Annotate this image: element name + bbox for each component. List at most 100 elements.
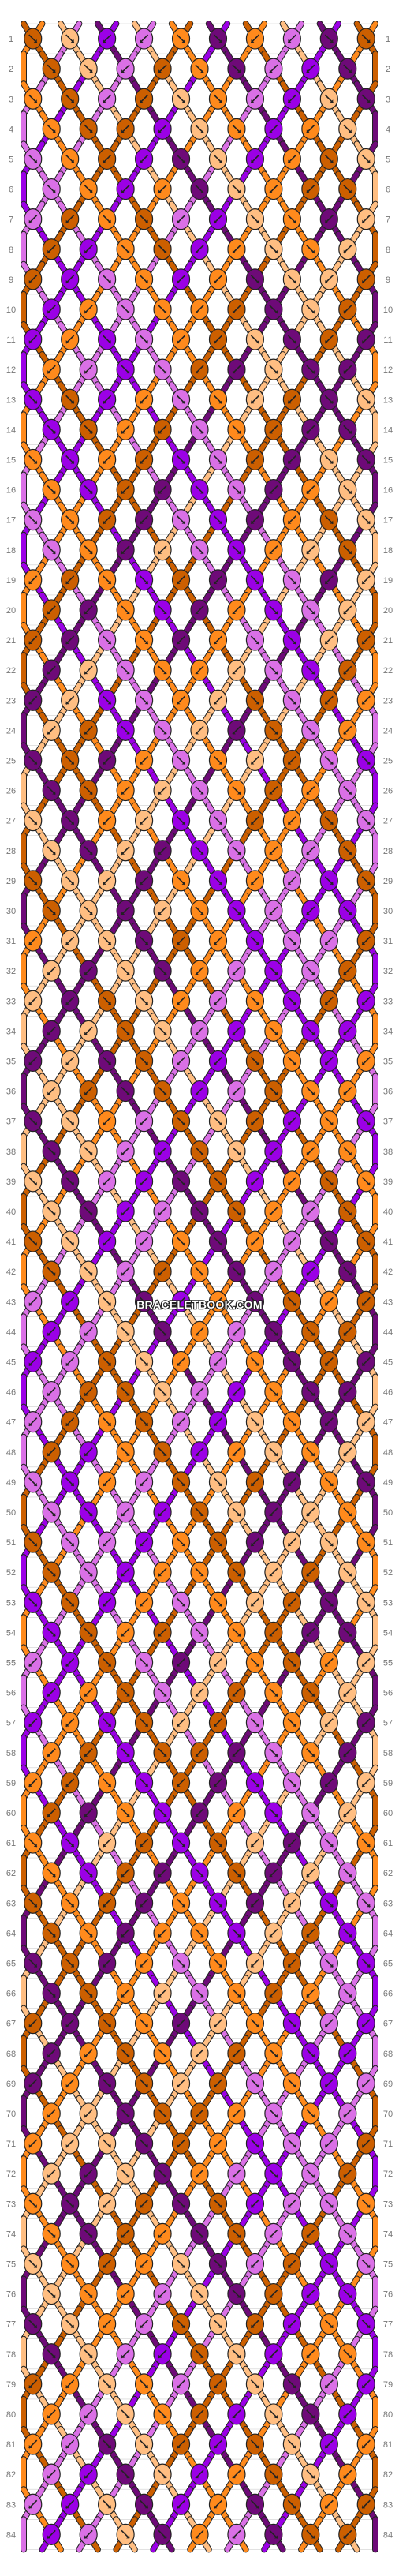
arrow-head-icon — [181, 761, 185, 765]
arrow-head-icon — [33, 400, 37, 404]
arrow-head-icon — [343, 1332, 347, 1336]
arrow-head-icon — [140, 881, 144, 885]
arrow-head-icon — [28, 1061, 32, 1065]
arrow-head-icon — [181, 821, 185, 825]
arrow-head-icon — [218, 1242, 222, 1246]
arrow-head-icon — [52, 1573, 56, 1577]
arrow-head-icon — [181, 1603, 185, 1607]
arrow-head-icon — [33, 39, 37, 43]
arrow-head-icon — [343, 731, 347, 735]
arrow-head-icon — [306, 1512, 310, 1516]
arrow-head-icon — [28, 279, 32, 283]
arrow-head-icon — [251, 1482, 255, 1486]
arrow-head-icon — [65, 279, 69, 283]
arrow-head-icon — [121, 791, 125, 795]
arrow-head-icon — [140, 520, 144, 524]
arrow-head-icon — [269, 129, 273, 133]
arrow-head-icon — [218, 821, 222, 825]
arrow-head-icon — [200, 189, 203, 193]
arrow-head-icon — [306, 69, 310, 73]
arrow-head-icon — [107, 1663, 111, 1667]
arrow-head-icon — [255, 279, 259, 283]
arrow-head-icon — [288, 1482, 292, 1486]
arrow-head-icon — [255, 219, 259, 223]
arrow-head-icon — [177, 1422, 181, 1426]
arrow-head-icon — [144, 340, 148, 344]
arrow-head-icon — [177, 219, 181, 223]
arrow-head-icon — [255, 1362, 259, 1366]
arrow-head-icon — [330, 99, 334, 103]
arrow-head-icon — [200, 490, 203, 494]
arrow-head-icon — [330, 1603, 334, 1607]
arrow-head-icon — [288, 1543, 292, 1547]
arrow-head-icon — [293, 279, 296, 283]
arrow-head-icon — [293, 701, 296, 705]
arrow-head-icon — [232, 731, 236, 735]
arrow-head-icon — [158, 911, 162, 915]
arrow-head-icon — [70, 1181, 74, 1185]
arrow-head-icon — [65, 1061, 69, 1065]
arrow-head-icon — [126, 972, 130, 975]
arrow-head-icon — [103, 39, 106, 43]
arrow-head-icon — [163, 1392, 167, 1396]
arrow-head-icon — [232, 1392, 236, 1396]
arrow-head-icon — [362, 1422, 366, 1426]
arrow-head-icon — [288, 1603, 292, 1607]
arrow-head-icon — [126, 1091, 130, 1095]
arrow-head-icon — [306, 1573, 310, 1577]
arrow-head-icon — [232, 610, 236, 614]
arrow-head-icon — [103, 821, 106, 825]
arrow-head-icon — [214, 1422, 218, 1426]
arrow-head-icon — [306, 129, 310, 133]
arrow-head-icon — [181, 520, 185, 524]
arrow-head-icon — [274, 671, 278, 675]
arrow-head-icon — [103, 1242, 106, 1246]
arrow-head-icon — [89, 189, 93, 193]
arrow-head-icon — [65, 1422, 69, 1426]
arrow-head-icon — [177, 1061, 181, 1065]
arrow-head-icon — [293, 1422, 296, 1426]
arrow-head-icon — [89, 1512, 93, 1516]
arrow-head-icon — [33, 1121, 37, 1125]
arrow-head-icon — [107, 279, 111, 283]
arrow-head-icon — [367, 99, 371, 103]
arrow-head-icon — [144, 701, 148, 705]
arrow-head-icon — [274, 1091, 278, 1095]
arrow-head-icon — [181, 159, 185, 163]
arrow-head-icon — [325, 580, 329, 584]
arrow-head-icon — [237, 490, 241, 494]
arrow-head-icon — [196, 731, 199, 735]
arrow-head-icon — [232, 370, 236, 374]
arrow-head-icon — [274, 1332, 278, 1336]
arrow-head-icon — [126, 1332, 130, 1336]
arrow-head-icon — [181, 39, 185, 43]
arrow-head-icon — [84, 1332, 88, 1336]
arrow-head-icon — [144, 1302, 148, 1306]
arrow-head-icon — [84, 1032, 88, 1035]
arrow-head-icon — [158, 69, 162, 73]
arrow-head-icon — [103, 1181, 106, 1185]
arrow-head-icon — [163, 249, 167, 253]
arrow-head-icon — [367, 159, 371, 163]
arrow-head-icon — [269, 1633, 273, 1637]
arrow-head-icon — [269, 791, 273, 795]
arrow-head-icon — [362, 1302, 366, 1306]
arrow-head-icon — [367, 1121, 371, 1125]
arrow-head-icon — [288, 159, 292, 163]
arrow-head-icon — [107, 1061, 111, 1065]
arrow-head-icon — [218, 761, 222, 765]
arrow-head-icon — [70, 460, 74, 464]
arrow-head-icon — [269, 550, 273, 554]
arrow-head-icon — [47, 309, 51, 313]
arrow-head-icon — [196, 1452, 199, 1456]
arrow-head-icon — [367, 520, 371, 524]
arrow-head-icon — [269, 1573, 273, 1577]
arrow-head-icon — [343, 1091, 347, 1095]
arrow-head-icon — [158, 550, 162, 554]
arrow-head-icon — [348, 189, 352, 193]
arrow-head-icon — [89, 550, 93, 554]
arrow-head-icon — [362, 701, 366, 705]
arrow-head-icon — [140, 1181, 144, 1185]
arrow-head-icon — [144, 1002, 148, 1005]
arrow-head-icon — [311, 1452, 315, 1456]
